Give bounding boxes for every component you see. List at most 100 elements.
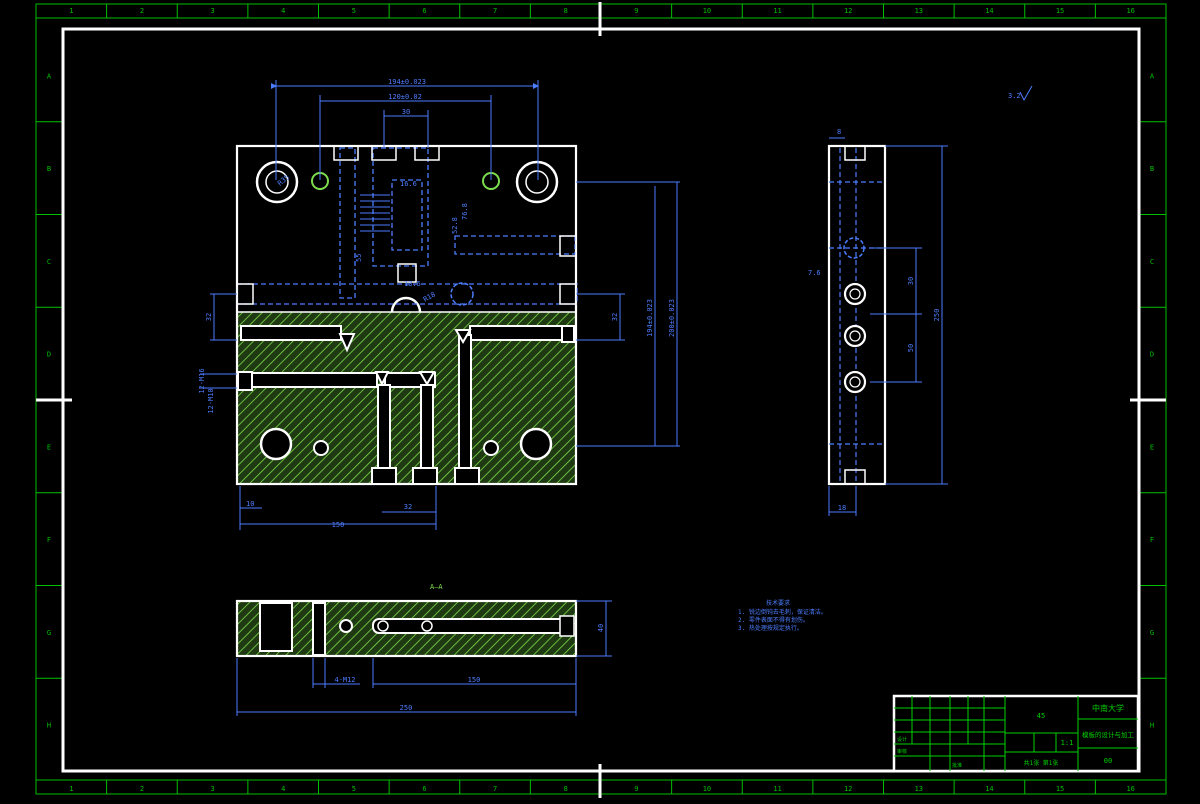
section-dim-span: 150 xyxy=(468,676,481,684)
border-column-label: 12 xyxy=(844,7,852,15)
dim-top-overall: 194±0.023 xyxy=(388,78,426,86)
dim-right-b: 200±0.023 xyxy=(668,299,676,337)
border-row-label: G xyxy=(47,629,51,637)
front-view-dim-labels: 194±0.023 120±0.02 30 194±0.023 200±0.02… xyxy=(198,78,676,529)
dim-top-inner: 120±0.02 xyxy=(388,93,422,101)
border-row-label: F xyxy=(47,536,51,544)
border-column-label: 15 xyxy=(1056,7,1064,15)
front-view-dimensions xyxy=(200,80,680,530)
notes-line-3: 3. 热处理按规定执行。 xyxy=(738,624,803,632)
border-row-label: D xyxy=(47,351,51,359)
border-column-label: 6 xyxy=(422,7,426,15)
dim-v2: 16.6 xyxy=(400,180,417,188)
border-column-label: 14 xyxy=(985,785,993,793)
notes-line-2: 2. 零件表面不得有划伤。 xyxy=(738,616,809,624)
section-dim-height: 40 xyxy=(597,624,605,632)
drawing-name: 模板的设计与加工 xyxy=(1082,730,1135,739)
approver-label: 批准 xyxy=(952,762,962,769)
column-grid: 1122334455667788991010111112121313141415… xyxy=(69,4,1135,794)
dim-v1: 55 xyxy=(355,254,363,262)
border-row-label: C xyxy=(1150,258,1154,266)
front-outline xyxy=(235,144,578,486)
border-column-label: 6 xyxy=(422,785,426,793)
title-block: 中南大学 模板的设计与加工 45 1:1 共1张 第1张 00 设计 审核 批准 xyxy=(892,694,1140,773)
border-column-label: 16 xyxy=(1126,7,1134,15)
dim-left-height: 32 xyxy=(205,313,213,321)
border-column-label: 1 xyxy=(69,785,73,793)
notes-line-1: 1. 锐边倒钝去毛刺，保证清洁。 xyxy=(738,608,827,616)
section-view-dimensions xyxy=(236,600,612,716)
border-column-label: 8 xyxy=(564,785,568,793)
border-column-label: 7 xyxy=(493,785,497,793)
border-column-label: 9 xyxy=(634,7,638,15)
dim-right-a: 194±0.023 xyxy=(646,299,654,337)
svg-text:3.2: 3.2 xyxy=(1008,92,1021,100)
border-row-label: G xyxy=(1150,629,1154,637)
checker-label: 审核 xyxy=(897,748,907,755)
side-view-dimensions xyxy=(828,137,948,516)
border-column-label: 5 xyxy=(352,785,356,793)
dim-left-small-b: 12-M10 xyxy=(207,388,215,413)
section-view xyxy=(235,599,578,658)
dim-bottom-b: 150 xyxy=(332,521,345,529)
border-row-label: E xyxy=(47,443,51,451)
border-column-label: 12 xyxy=(844,785,852,793)
border-row-label: E xyxy=(1150,443,1154,451)
border-column-label: 13 xyxy=(915,785,923,793)
border-column-label: 4 xyxy=(281,7,285,15)
side-dim-small: 7.6 xyxy=(808,269,821,277)
border-row-label: B xyxy=(47,165,51,173)
scale: 1:1 xyxy=(1061,739,1074,747)
section-dim-holes: 4-M12 xyxy=(334,676,355,684)
side-dim-overall: 250 xyxy=(933,309,941,322)
border-column-label: 1 xyxy=(69,7,73,15)
border-row-label: H xyxy=(47,722,51,730)
border-column-label: 11 xyxy=(773,7,781,15)
section-label: A—A xyxy=(430,583,443,591)
dim-left-small-a: 12-M16 xyxy=(198,368,206,393)
border-row-label: F xyxy=(1150,536,1154,544)
border-column-label: 5 xyxy=(352,7,356,15)
border-column-label: 15 xyxy=(1056,785,1064,793)
border-column-label: 9 xyxy=(634,785,638,793)
border-column-label: 10 xyxy=(703,785,711,793)
designer-label: 设计 xyxy=(897,736,907,743)
side-dim-top: 8 xyxy=(837,128,841,136)
border-row-label: A xyxy=(1150,72,1155,80)
side-view-dim-labels: 8 18 30 50 250 7.6 xyxy=(808,128,941,512)
border-column-label: 13 xyxy=(915,7,923,15)
front-view xyxy=(235,144,578,486)
sheet-count: 共1张 第1张 xyxy=(1024,759,1059,767)
border-column-label: 4 xyxy=(281,785,285,793)
dim-v5: 13.5 xyxy=(404,280,421,288)
border-column-label: 3 xyxy=(210,785,214,793)
dim-bottom-c: 32 xyxy=(404,503,412,511)
border-column-label: 2 xyxy=(140,785,144,793)
border-column-label: 14 xyxy=(985,7,993,15)
border-row-label: A xyxy=(47,72,52,80)
side-view xyxy=(827,144,887,486)
outer-border: 1122334455667788991010111112121313141415… xyxy=(35,3,1167,795)
border-column-label: 16 xyxy=(1126,785,1134,793)
border-row-label: H xyxy=(1150,722,1154,730)
notes-title: 技术要求 xyxy=(766,599,790,607)
centering-marks xyxy=(36,2,1166,798)
section-view-dim-labels: A—A 40 4-M12 150 250 xyxy=(334,583,605,712)
technical-notes: 技术要求 1. 锐边倒钝去毛刺，保证清洁。 2. 零件表面不得有划伤。 3. 热… xyxy=(738,599,827,632)
border-column-label: 2 xyxy=(140,7,144,15)
border-row-label: C xyxy=(47,258,51,266)
drawing-code: 00 xyxy=(1104,757,1112,765)
section-dim-overall: 250 xyxy=(400,704,413,712)
school-name: 中南大学 xyxy=(1092,703,1124,713)
border-column-label: 10 xyxy=(703,7,711,15)
side-dim-v1: 30 xyxy=(907,277,915,285)
side-dim-bottom: 18 xyxy=(838,504,846,512)
border-column-label: 3 xyxy=(210,7,214,15)
dim-right-height: 32 xyxy=(611,313,619,321)
border-column-label: 11 xyxy=(773,785,781,793)
dim-top-small: 30 xyxy=(402,108,410,116)
dim-v4: 52.8 xyxy=(451,217,459,234)
border-row-label: D xyxy=(1150,351,1154,359)
